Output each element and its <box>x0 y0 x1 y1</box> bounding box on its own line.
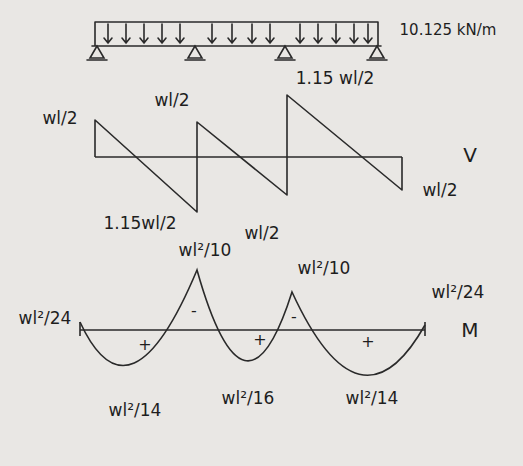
sign-mark: + <box>361 333 374 351</box>
moment-value: wl²/10 <box>179 241 232 260</box>
shear-value: wl/2 <box>244 224 279 243</box>
load-arrows <box>104 24 372 43</box>
sign-mark: - <box>191 302 197 320</box>
diagram-symbol: V <box>463 144 477 166</box>
moment-value: wl²/24 <box>432 283 485 302</box>
moment-curve <box>80 270 425 375</box>
moment-value: wl²/14 <box>346 389 399 408</box>
moment-diagram <box>80 270 425 375</box>
sign-mark: + <box>253 331 266 349</box>
shear-curve <box>95 95 402 212</box>
load-label: 10.125 kN/m <box>400 22 497 39</box>
shear-value: wl/2 <box>154 91 189 110</box>
beam-outline <box>92 22 381 46</box>
sign-mark: - <box>291 308 297 326</box>
shear-value: 1.15wl/2 <box>103 214 176 233</box>
moment-value: wl²/16 <box>222 389 275 408</box>
moment-value: wl²/24 <box>19 309 72 328</box>
sign-mark: + <box>138 336 151 354</box>
shear-value: wl/2 <box>422 181 457 200</box>
shear-value: 1.15 wl/2 <box>296 69 374 88</box>
supports <box>87 46 387 60</box>
shear-diagram <box>95 95 402 212</box>
loaded-beam <box>87 22 387 60</box>
shear-baseline <box>95 156 402 158</box>
shear-value: wl/2 <box>42 109 77 128</box>
diagram-symbol: M <box>461 319 478 341</box>
moment-value: wl²/10 <box>298 259 351 278</box>
moment-value: wl²/14 <box>109 401 162 420</box>
